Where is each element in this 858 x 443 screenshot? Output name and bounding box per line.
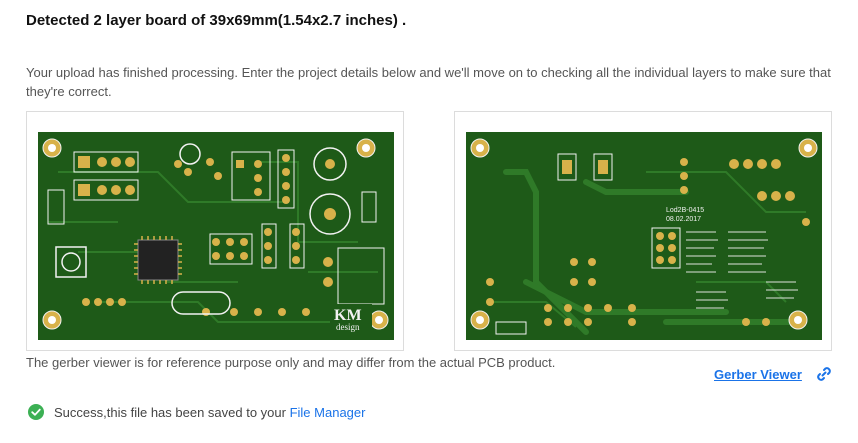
top-layer-pcb-image: KM design — [38, 132, 394, 340]
bottom-layer-pcb-image: Lod2B-0415 08.02.2017 — [466, 132, 822, 340]
board-label-text: Lod2B-0415 — [666, 207, 704, 214]
page-title: Detected 2 layer board of 39x69mm(1.54x2… — [26, 12, 407, 29]
gerber-viewer-link[interactable]: Gerber Viewer — [714, 366, 802, 382]
viewer-disclaimer: The gerber viewer is for reference purpo… — [26, 355, 556, 370]
link-icon[interactable] — [816, 366, 832, 382]
file-manager-link[interactable]: File Manager — [289, 404, 366, 420]
bottom-layer-preview-card[interactable]: Lod2B-0415 08.02.2017 — [454, 111, 832, 351]
success-message: Success,this file has been saved to your — [54, 404, 286, 420]
upload-description: Your upload has finished processing. Ent… — [26, 65, 831, 99]
save-status: Success,this file has been saved to your… — [28, 404, 365, 420]
km-logo-subtext: design — [336, 322, 360, 332]
check-circle-icon — [28, 404, 44, 420]
board-date-text: 08.02.2017 — [666, 216, 701, 223]
gerber-viewer-control[interactable]: Gerber Viewer — [714, 366, 832, 382]
km-logo-text: KM — [334, 307, 362, 324]
top-layer-preview-card[interactable]: KM design — [26, 111, 404, 351]
